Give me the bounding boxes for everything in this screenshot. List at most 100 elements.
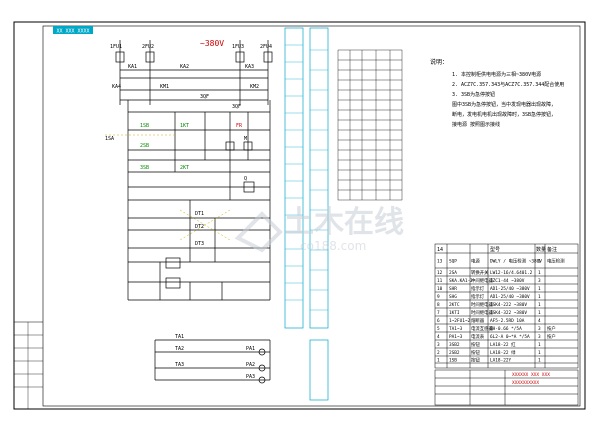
parts-header-no: 14 bbox=[437, 247, 443, 253]
parts-cell-model: BH-0.66 */5A bbox=[490, 326, 522, 332]
label-fr: FR bbox=[236, 123, 243, 129]
dashed-links bbox=[105, 134, 231, 241]
parts-table-grid bbox=[434, 243, 579, 369]
parts-cell-model: LW12-16/4.6401.2 bbox=[490, 270, 533, 276]
parts-cell-code: PA1~3 bbox=[449, 334, 463, 340]
parts-cell-model: JZC1-44 ~380V bbox=[490, 278, 525, 284]
label-pa2: PA2 bbox=[246, 362, 255, 368]
parts-cell-qty: 3 bbox=[538, 334, 541, 340]
parts-cell-qty: 4 bbox=[538, 318, 541, 324]
parts-cell-name: 指示灯 bbox=[471, 293, 485, 300]
terminal-strip-right bbox=[309, 27, 329, 329]
parts-cell-qty: 1 bbox=[538, 270, 541, 276]
parts-cell-name: 电流表 bbox=[471, 333, 485, 340]
parts-cell-note: 按户 bbox=[547, 325, 556, 332]
parts-cell-code: SKA.KA1-2 bbox=[449, 278, 473, 284]
terminal-strip-left bbox=[284, 27, 304, 329]
parts-cell-qty: 1 bbox=[538, 357, 541, 363]
parts-cell-no: 6 bbox=[437, 318, 440, 324]
top-component-labels: 1FU1 2FU2 1FU3 2FU4 KA1 KA2 KA3 KA4 KM1 … bbox=[110, 44, 272, 110]
parts-cell-no: 8 bbox=[437, 302, 440, 308]
parts-cell-name: 电流互感器 bbox=[471, 325, 494, 332]
note-line-2: 2. ACZ7C.357.343与ACZ7C.357.344配合使用 bbox=[452, 81, 564, 88]
label-sa: 1SA bbox=[105, 136, 114, 142]
label-kt1: 1KT bbox=[180, 123, 189, 129]
label-kt2: 2KT bbox=[180, 165, 189, 171]
parts-header-note: 备注 bbox=[547, 246, 557, 253]
parts-cell-no: 3 bbox=[437, 342, 440, 348]
parts-cell-qty: 1 bbox=[538, 350, 541, 356]
parts-cell-model: JSK4-222 ~380V bbox=[490, 302, 527, 308]
parts-cell-code: SHR bbox=[449, 286, 457, 292]
watermark-subtext: co188.com bbox=[300, 239, 366, 253]
parts-cell-name: 时间继电器 bbox=[471, 309, 494, 316]
parts-cell-no: 2 bbox=[437, 350, 440, 356]
parts-cell-no: 4 bbox=[437, 334, 440, 340]
parts-cell-code: 3SB2 bbox=[449, 342, 460, 348]
parts-cell-no: 12 bbox=[437, 270, 443, 276]
binding-strip-cells bbox=[14, 322, 43, 409]
label-sb1: 1SB bbox=[140, 123, 149, 129]
parts-cell-qty: 1 bbox=[538, 294, 541, 300]
parts-cell-model: 6L2-A 0~*A */5A bbox=[490, 334, 530, 340]
label-ta1: TA1 bbox=[175, 334, 184, 340]
parts-cell-model: JSK4-322 ~380V bbox=[490, 310, 527, 316]
watermark-text: 土木在线 bbox=[284, 205, 404, 240]
label-fu1: 1FU1 bbox=[110, 44, 122, 50]
parts-cell-code: 2SB2 bbox=[449, 350, 460, 356]
watermark: 土木在线 co188.com bbox=[234, 205, 404, 253]
parts-cell-qty: 3 bbox=[538, 326, 541, 332]
title-block-line2: XXXXXXXXXX bbox=[512, 380, 539, 386]
title-block bbox=[434, 369, 579, 406]
parts-cell-model: AD1-25/40 ~380V bbox=[490, 286, 530, 292]
label-fu2: 2FU2 bbox=[142, 44, 154, 50]
parts-cell-name: 中间继电器 bbox=[471, 277, 494, 284]
label-fu3: 1FU3 bbox=[232, 44, 244, 50]
parts-cell-note: 电压检测 bbox=[547, 257, 565, 264]
label-sb3: 3SB bbox=[140, 165, 149, 171]
parts-cell-name: 电源 bbox=[471, 257, 480, 264]
parts-cell-model: LA18-22 红 bbox=[490, 341, 516, 348]
parts-cell-note: 按户 bbox=[547, 333, 556, 340]
parts-cell-model: LA18-22 绿 bbox=[490, 349, 516, 356]
parts-header-model: 型号 bbox=[490, 246, 500, 253]
parts-cell-code: 2SA bbox=[449, 270, 457, 276]
parts-cell-code: TA1~3 bbox=[449, 326, 463, 332]
connection-table bbox=[337, 49, 403, 201]
inner-frame bbox=[42, 25, 581, 407]
header-tag-box bbox=[53, 26, 93, 34]
title-block-line1: XXXXXX XXX XXX bbox=[512, 372, 550, 378]
label-ta3: TA3 bbox=[175, 362, 184, 368]
label-dt1: DT1 bbox=[195, 211, 204, 217]
label-q: Q bbox=[244, 176, 247, 182]
parts-cell-name: 按钮 bbox=[471, 341, 480, 348]
parts-cell-no: 11 bbox=[437, 278, 443, 284]
parts-cell-no: 7 bbox=[437, 310, 440, 316]
header-tag: XX XXX XXXX bbox=[56, 29, 89, 35]
label-qf1: 3QF bbox=[200, 94, 209, 100]
label-sb2: 2SB bbox=[140, 143, 149, 149]
voltage-label: ~380V bbox=[200, 39, 224, 48]
parts-cell-name: 按钮 bbox=[471, 349, 480, 356]
parts-cell-code: 2KTC bbox=[449, 302, 460, 308]
label-dt3: DT3 bbox=[195, 241, 204, 247]
note-line-6: 接电源 按照图示接线 bbox=[452, 121, 500, 128]
note-line-3: 3. 3SB为急停按钮 bbox=[452, 91, 495, 98]
parts-cell-qty: 1 bbox=[538, 286, 541, 292]
parts-cell-model: DWLY / 电压检测 ~380V bbox=[490, 257, 542, 264]
label-fu4: 2FU4 bbox=[260, 44, 272, 50]
label-pa3: PA3 bbox=[246, 374, 255, 380]
parts-cell-model: AF5-2.5RD 10A bbox=[490, 318, 525, 324]
parts-cell-name: 按钮 bbox=[471, 356, 480, 363]
label-ta2: TA2 bbox=[175, 346, 184, 352]
parts-cell-no: 10 bbox=[437, 286, 443, 292]
parts-cell-name: 指示灯 bbox=[471, 285, 485, 292]
parts-cell-code: SQP bbox=[449, 258, 457, 264]
parts-cell-no: 5 bbox=[437, 326, 440, 332]
parts-cell-no: 9 bbox=[437, 294, 440, 300]
parts-cell-name: 熔断器 bbox=[471, 317, 485, 324]
parts-cell-qty: 1 bbox=[538, 310, 541, 316]
notes-title: 说明： bbox=[430, 58, 448, 66]
label-km1: KM1 bbox=[160, 84, 169, 90]
